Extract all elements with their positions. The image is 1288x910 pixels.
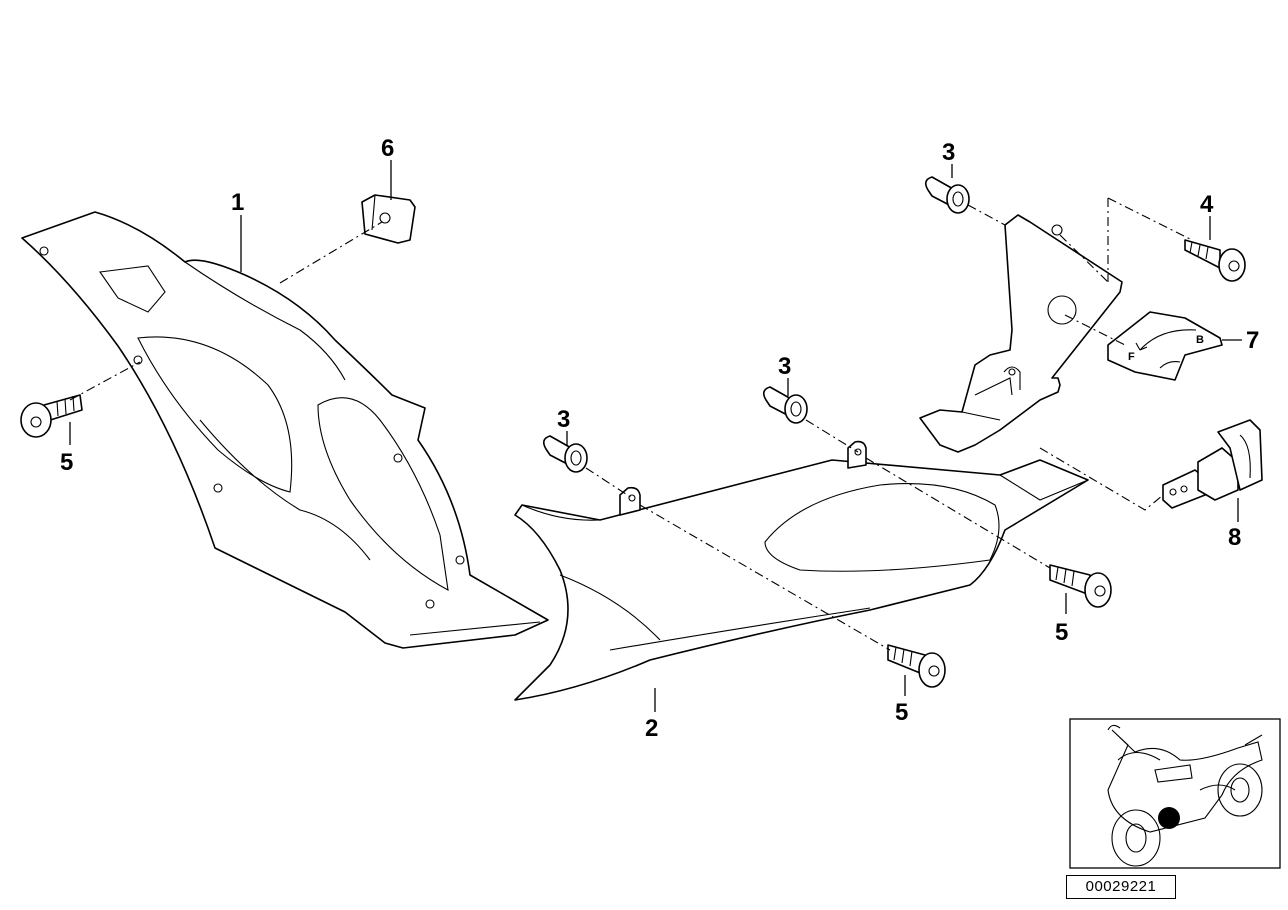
screw-bottom[interactable]: [887, 644, 946, 688]
callout-numbers: 1 6 3 4 7 3 3 5 8 5 5 2: [60, 135, 1259, 742]
location-marker-icon: [1158, 807, 1180, 829]
callout-part-5-bottom: 5: [895, 699, 908, 726]
callout-part-3-mid: 3: [778, 353, 791, 380]
callout-part-6: 6: [381, 135, 394, 162]
rivet-nut-top[interactable]: [924, 176, 970, 214]
callout-part-3-left: 3: [557, 406, 570, 433]
rivet-nut-left[interactable]: [542, 435, 588, 473]
callout-part-2: 2: [645, 715, 658, 742]
screw-right[interactable]: [1049, 564, 1112, 608]
mounting-bracket[interactable]: [919, 214, 1123, 453]
callout-part-8: 8: [1228, 524, 1241, 551]
callout-part-4: 4: [1200, 191, 1214, 218]
motorcycle-outline-icon: [1107, 724, 1263, 867]
callout-part-1: 1: [231, 189, 244, 216]
reference-number: 00029221: [1066, 875, 1176, 899]
screw-top-right[interactable]: [1184, 239, 1246, 282]
left-fairing-panel[interactable]: [21, 211, 549, 649]
rivet-nut-middle[interactable]: [762, 386, 808, 424]
callout-part-3-top: 3: [942, 139, 955, 166]
locator-thumbnail: [1069, 718, 1281, 869]
assembly-lines: [69, 197, 1193, 651]
clip-nut[interactable]: [361, 194, 416, 244]
switch-label-plate[interactable]: F B: [1107, 311, 1223, 381]
back-label: B: [1196, 334, 1204, 346]
callout-part-7: 7: [1246, 327, 1259, 354]
callout-part-5-right: 5: [1055, 619, 1068, 646]
switch-connector[interactable]: [1162, 419, 1263, 509]
leader-lines: [69, 160, 1242, 712]
lower-center-fairing[interactable]: [514, 440, 1089, 701]
screw-left[interactable]: [20, 394, 83, 438]
front-label: F: [1128, 351, 1135, 363]
callout-part-5-left: 5: [60, 449, 73, 476]
